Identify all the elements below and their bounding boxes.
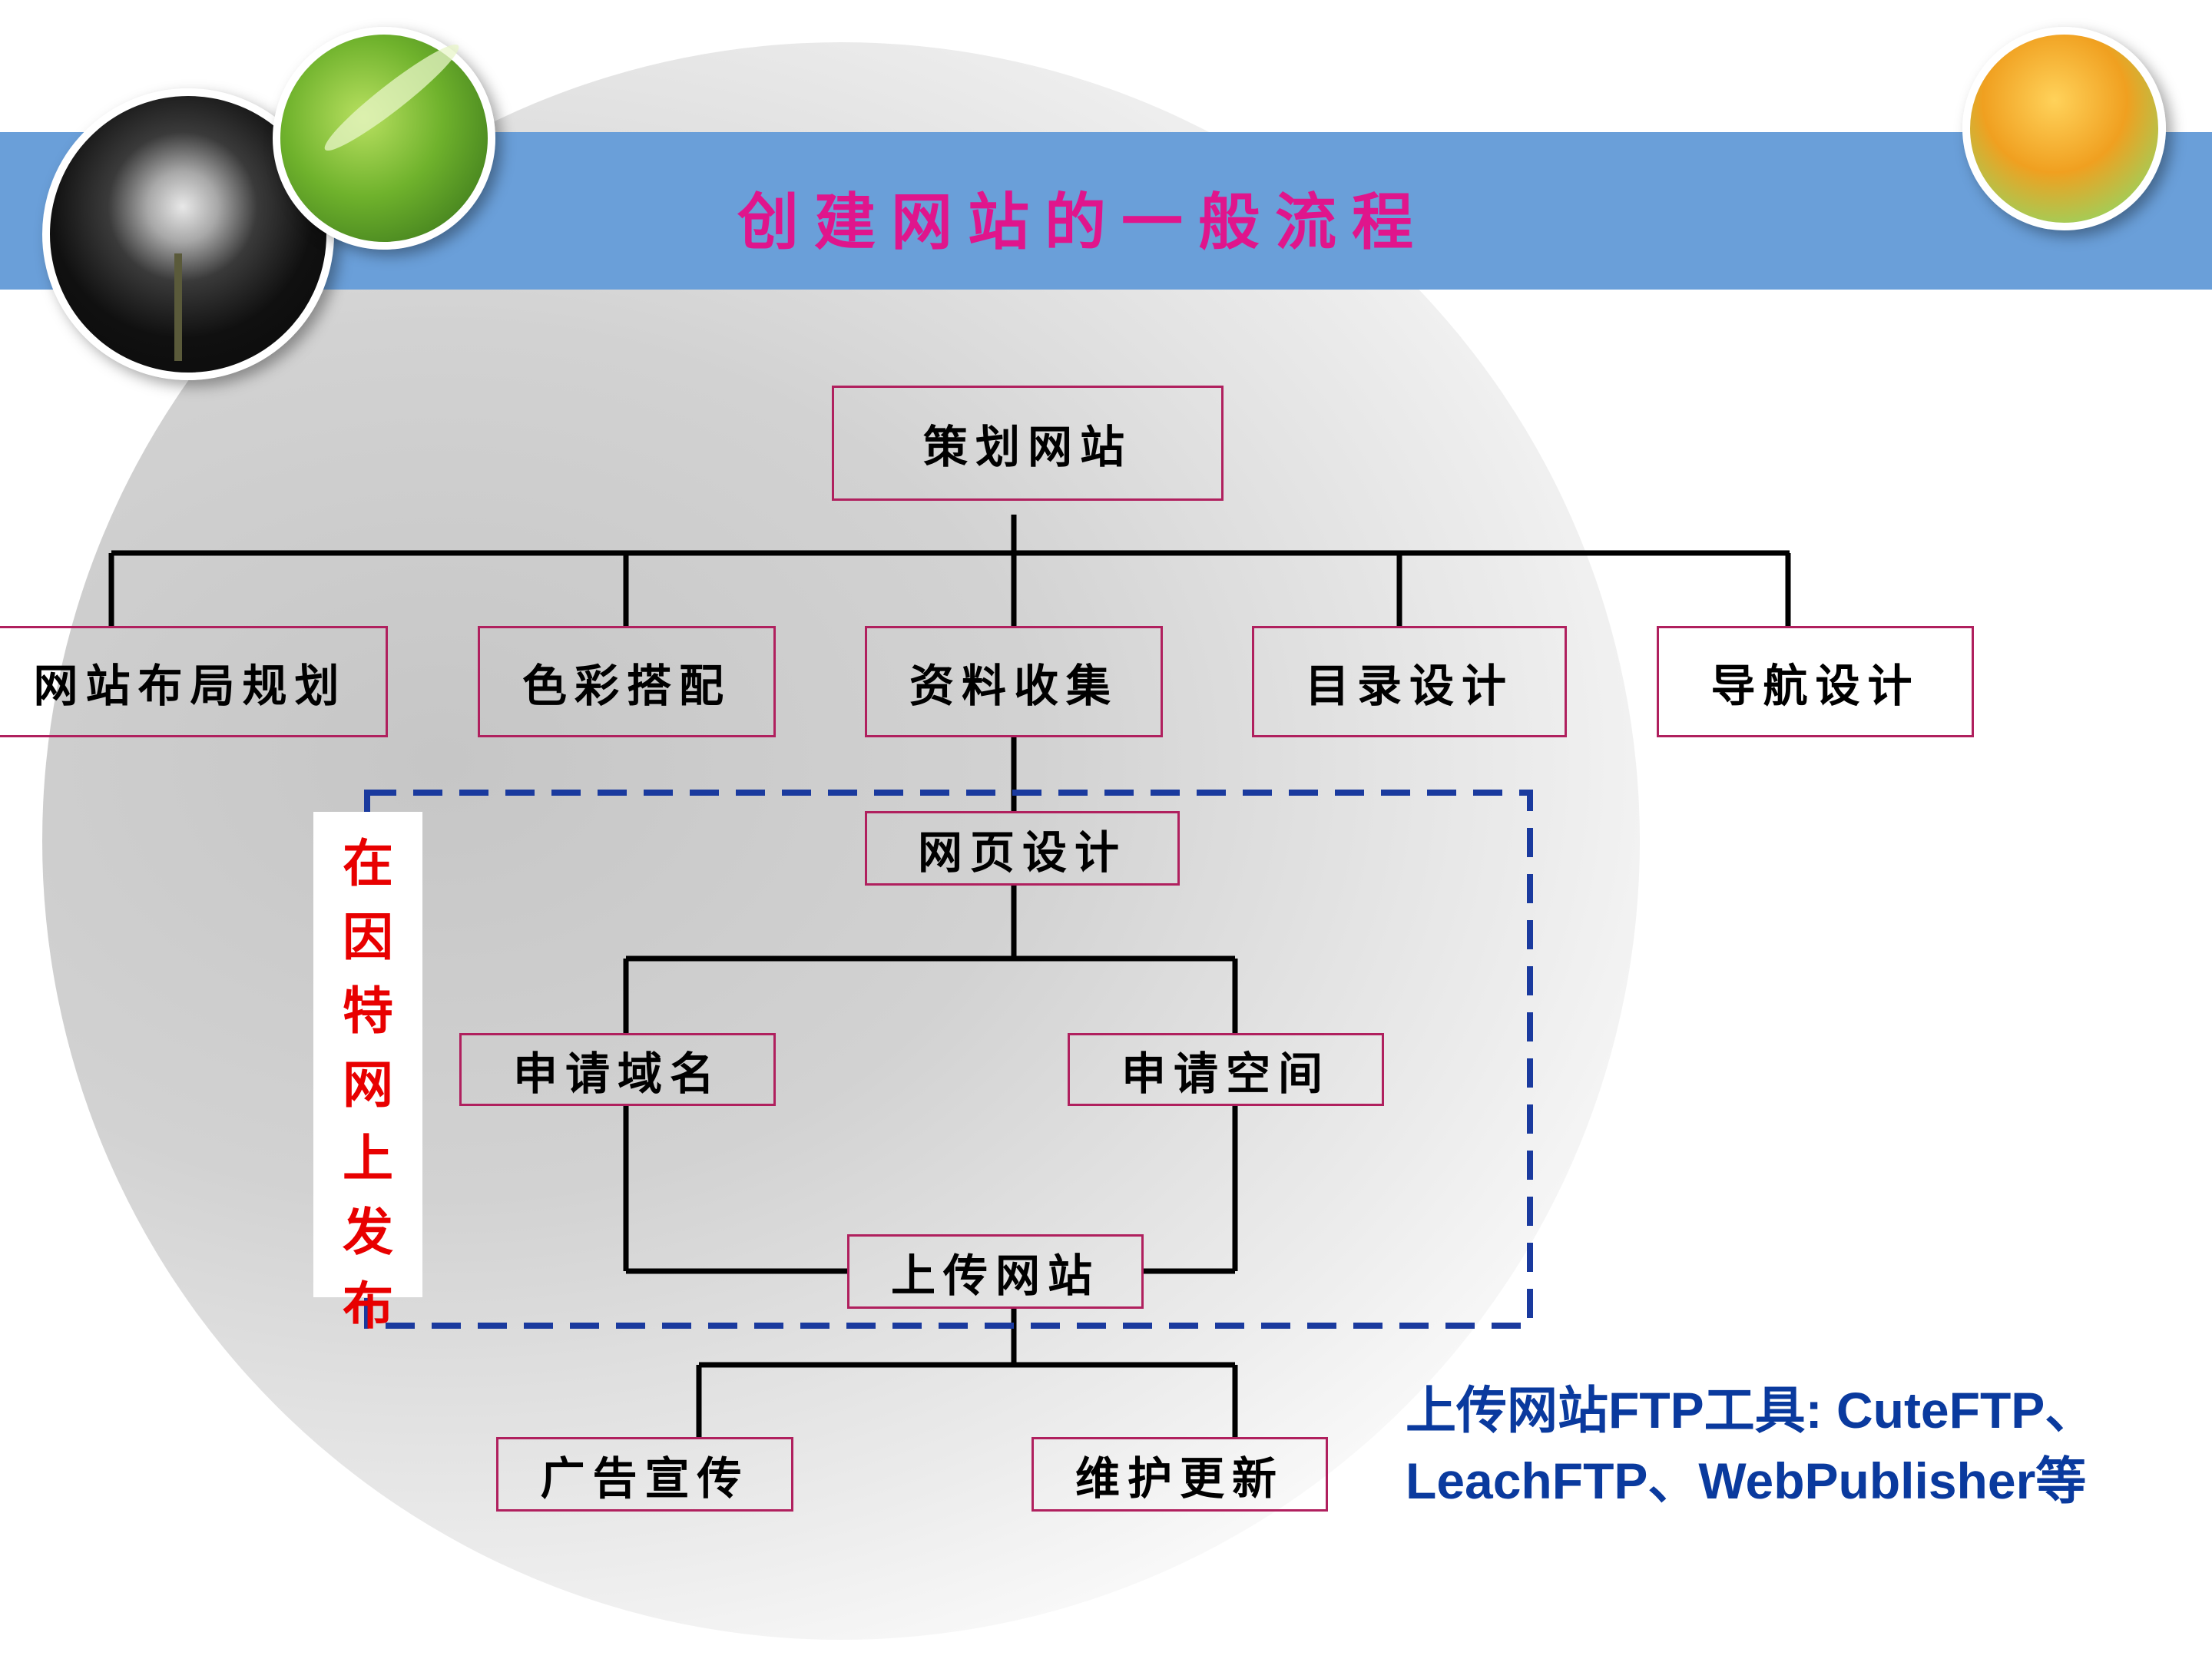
slide-title: 创建网站的一般流程: [737, 186, 1429, 258]
ftp-tools-note: 上传网站FTP工具: CuteFTP、 LeachFTP、WebPublishe…: [1406, 1382, 2096, 1509]
node-promotion: 广告宣传: [496, 1437, 793, 1512]
dandelion-stem: [174, 253, 182, 361]
node-navigation-design: 导航设计: [1657, 626, 1974, 737]
tulip-photo: [1962, 27, 2166, 230]
node-apply-space: 申请空间: [1068, 1033, 1384, 1106]
side-label-char: 发: [343, 1202, 393, 1262]
node-web-design: 网页设计: [865, 811, 1180, 886]
node-plan-site: 策划网站: [832, 386, 1224, 501]
node-color-scheme: 色彩搭配: [478, 626, 776, 737]
node-directory-design: 目录设计: [1252, 626, 1567, 737]
node-apply-domain: 申请域名: [459, 1033, 776, 1106]
leaf-photo: [273, 27, 495, 250]
side-label-char: 网: [343, 1055, 393, 1114]
node-maintenance: 维护更新: [1031, 1437, 1328, 1512]
side-label-char: 特: [343, 981, 393, 1041]
publish-region-dashed: [364, 790, 1533, 1329]
publish-side-label: 在 因 特 网 上 发 布: [313, 812, 422, 1336]
side-label-char: 布: [343, 1276, 393, 1336]
node-layout-plan: 网站布局规划: [0, 626, 388, 737]
side-label-char: 在: [343, 833, 393, 893]
node-upload-site: 上传网站: [847, 1234, 1144, 1309]
node-material-collect: 资料收集: [865, 626, 1163, 737]
side-label-char: 上: [343, 1128, 393, 1188]
side-label-char: 因: [343, 907, 393, 967]
